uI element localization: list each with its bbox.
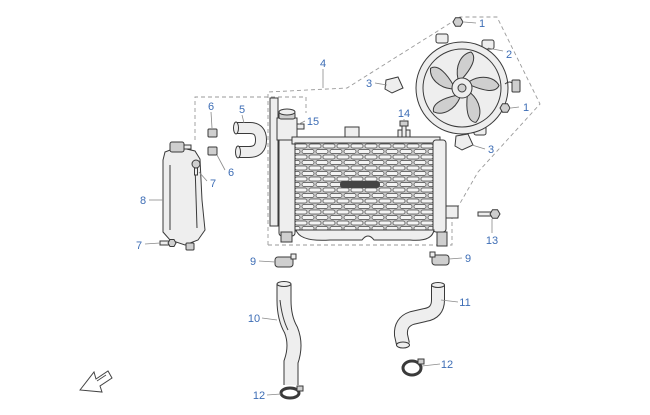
bracket-upper <box>384 76 404 94</box>
callout-6-clamp-lower[interactable]: 6 <box>228 167 234 179</box>
callout-7-screw-upper[interactable]: 7 <box>210 178 216 190</box>
callout-1-nut-top[interactable]: 1 <box>479 18 485 30</box>
fan-blades <box>430 51 500 123</box>
callout-12-ring-clamp-right[interactable]: 12 <box>441 359 453 371</box>
callout-15-cap[interactable]: 15 <box>307 116 319 128</box>
callout-6-clamp-upper[interactable]: 6 <box>208 101 214 113</box>
clamp-small-upper <box>207 128 218 138</box>
callout-7-screw-lower[interactable]: 7 <box>136 240 142 252</box>
callout-10-hose-left[interactable]: 10 <box>248 313 260 325</box>
callout-12-ring-clamp-left[interactable]: 12 <box>253 390 265 402</box>
screw-lower <box>159 239 177 247</box>
radiator <box>269 97 459 247</box>
callout-5-hose[interactable]: 5 <box>239 104 245 116</box>
callout-9-clamp-right[interactable]: 9 <box>465 253 471 265</box>
bracket-lower <box>454 133 474 151</box>
ring-clamp-right <box>401 358 425 377</box>
callout-11-hose-right[interactable]: 11 <box>459 297 470 309</box>
callout-1-nut-right[interactable]: 1 <box>523 102 529 114</box>
hose-clamp-left <box>274 253 297 268</box>
expansion-tank <box>162 141 206 251</box>
callout-8-expansion-tank[interactable]: 8 <box>140 195 146 207</box>
hose-clamp-right <box>429 251 450 266</box>
hose-lower-left <box>276 281 302 385</box>
group-outline-hose-clamps <box>194 96 307 140</box>
hose-small <box>233 121 268 159</box>
cooling-fan <box>415 33 521 136</box>
leader-lines <box>144 21 520 396</box>
callout-3-bracket-upper[interactable]: 3 <box>366 78 372 90</box>
bolt-side <box>477 209 501 219</box>
callout-3-bracket-lower[interactable]: 3 <box>488 144 494 156</box>
screw-upper <box>191 159 201 176</box>
callout-2-fan[interactable]: 2 <box>506 49 512 61</box>
hose-lower-right <box>393 282 445 349</box>
callouts: 1 2 4 3 6 5 14 15 1 3 6 7 8 13 7 9 9 11 … <box>136 18 529 402</box>
callout-4-radiator-assembly[interactable]: 4 <box>320 58 326 70</box>
clamp-small-lower <box>207 146 218 156</box>
group-outline-radiator-fan <box>267 16 541 246</box>
callout-9-clamp-left[interactable]: 9 <box>250 256 256 268</box>
direction-arrow-icon <box>79 370 113 393</box>
callout-13-bolt[interactable]: 13 <box>486 235 498 247</box>
nut-top <box>452 17 464 27</box>
nut-right <box>499 103 511 113</box>
ring-clamp-left <box>279 385 304 400</box>
callout-14-bolt[interactable]: 14 <box>398 108 410 120</box>
